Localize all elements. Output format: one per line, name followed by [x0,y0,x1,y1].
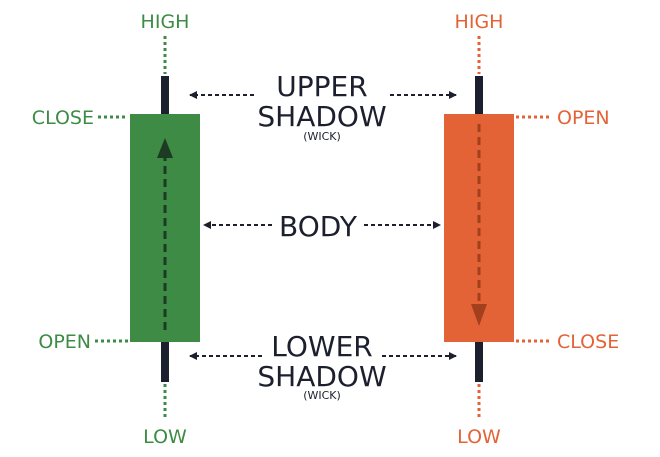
bullish-close-label: CLOSE [32,107,94,129]
lower-shadow-label-line2: SHADOW [257,360,386,393]
bullish-open-label: OPEN [38,331,91,353]
upper-shadow-label-line2: SHADOW [257,100,386,133]
bullish-arrowhead-up-icon [157,138,173,158]
bearish-upper-wick [475,76,483,114]
lower-shadow-annotation: LOWER SHADOW (WICK) [189,330,457,402]
bullish-candle: HIGH CLOSE OPEN LOW [32,11,200,448]
bearish-close-label: CLOSE [557,331,619,353]
upper-shadow-wick-note: (WICK) [303,130,341,143]
bullish-upper-wick [161,76,169,114]
bearish-open-label: OPEN [557,107,610,129]
bearish-low-label: LOW [457,426,501,448]
bearish-high-label: HIGH [455,11,504,33]
upper-shadow-annotation: UPPER SHADOW (WICK) [189,70,457,143]
bullish-high-label: HIGH [141,11,190,33]
bearish-arrowhead-down-icon [471,304,487,326]
lower-shadow-label-line1: LOWER [271,330,372,363]
body-label: BODY [279,210,358,243]
bearish-candle: HIGH OPEN CLOSE LOW [444,11,619,448]
bullish-low-label: LOW [143,426,187,448]
upper-shadow-label-line1: UPPER [276,70,367,103]
body-annotation: BODY [203,210,441,243]
bullish-lower-wick [161,342,169,382]
lower-shadow-wick-note: (WICK) [303,389,341,402]
bearish-lower-wick [475,342,483,382]
